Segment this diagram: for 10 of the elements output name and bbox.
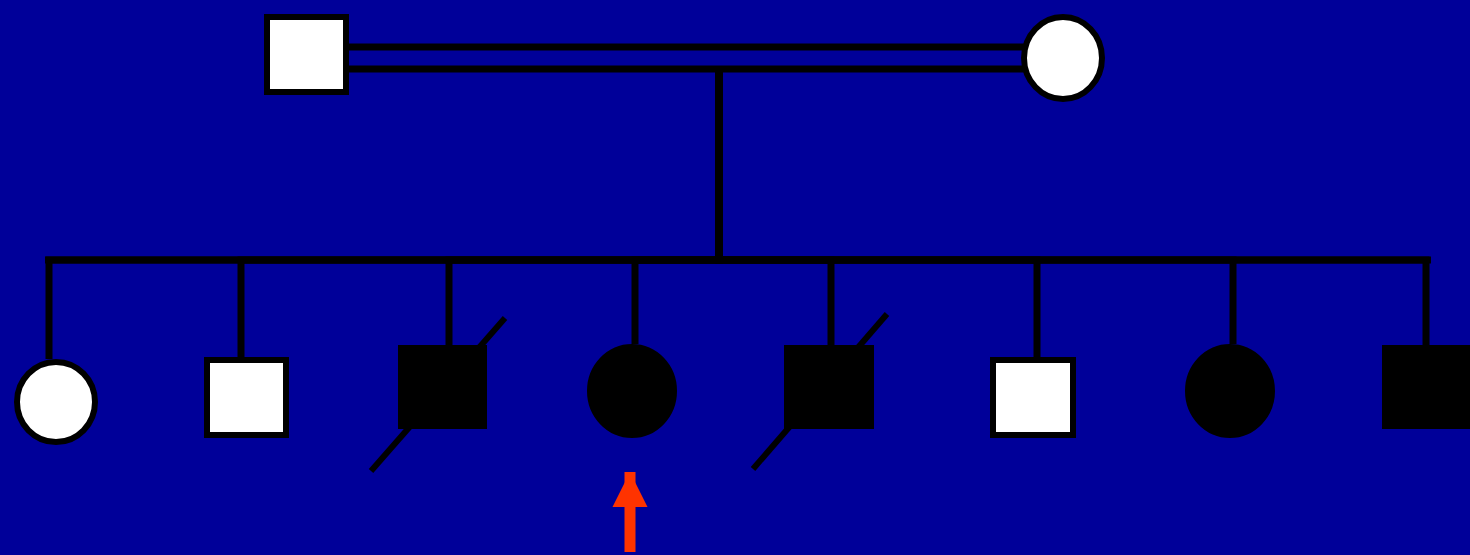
square-symbol xyxy=(784,345,874,429)
circle-symbol xyxy=(14,359,98,445)
circle-symbol xyxy=(587,344,677,438)
arrow xyxy=(612,472,648,552)
circle-symbol xyxy=(1021,14,1105,102)
square-symbol xyxy=(990,357,1076,438)
square-symbol xyxy=(264,14,349,95)
square-symbol xyxy=(204,357,289,438)
circle-symbol xyxy=(1185,344,1275,438)
square-symbol xyxy=(398,345,487,429)
